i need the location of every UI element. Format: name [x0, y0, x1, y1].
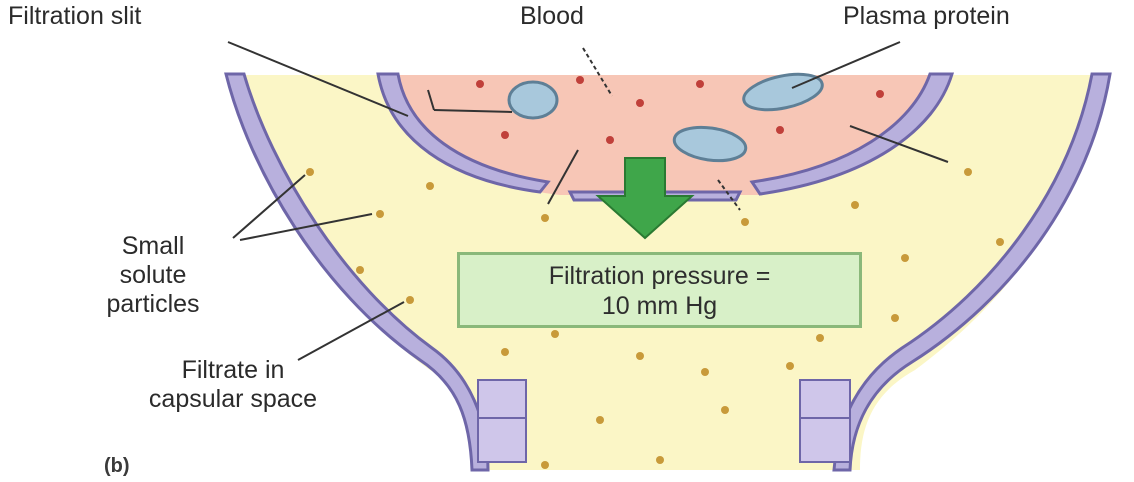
panel-label: (b) — [104, 452, 130, 481]
pressure-line1: Filtration pressure = — [460, 261, 859, 291]
label-filtrate-line1: Filtrate in — [86, 356, 380, 385]
tubule-cells-left — [478, 380, 526, 462]
pressure-line2: 10 mm Hg — [460, 291, 859, 321]
label-small-solute-line2: solute — [78, 261, 228, 290]
tubule-cells-right — [800, 380, 850, 462]
label-filtration-slit: Filtration slit — [8, 2, 141, 31]
label-plasma-protein: Plasma protein — [843, 2, 1010, 31]
label-filtrate-line2: capsular space — [86, 385, 380, 414]
filtration-pressure-box: Filtration pressure = 10 mm Hg — [457, 252, 862, 328]
label-small-solute-line1: Small — [78, 232, 228, 261]
label-small-solute-line3: particles — [78, 290, 228, 319]
label-blood: Blood — [520, 2, 584, 31]
label-small-solute-particles: Small solute particles — [78, 232, 228, 319]
label-filtrate-capsular-space: Filtrate in capsular space — [86, 356, 380, 414]
